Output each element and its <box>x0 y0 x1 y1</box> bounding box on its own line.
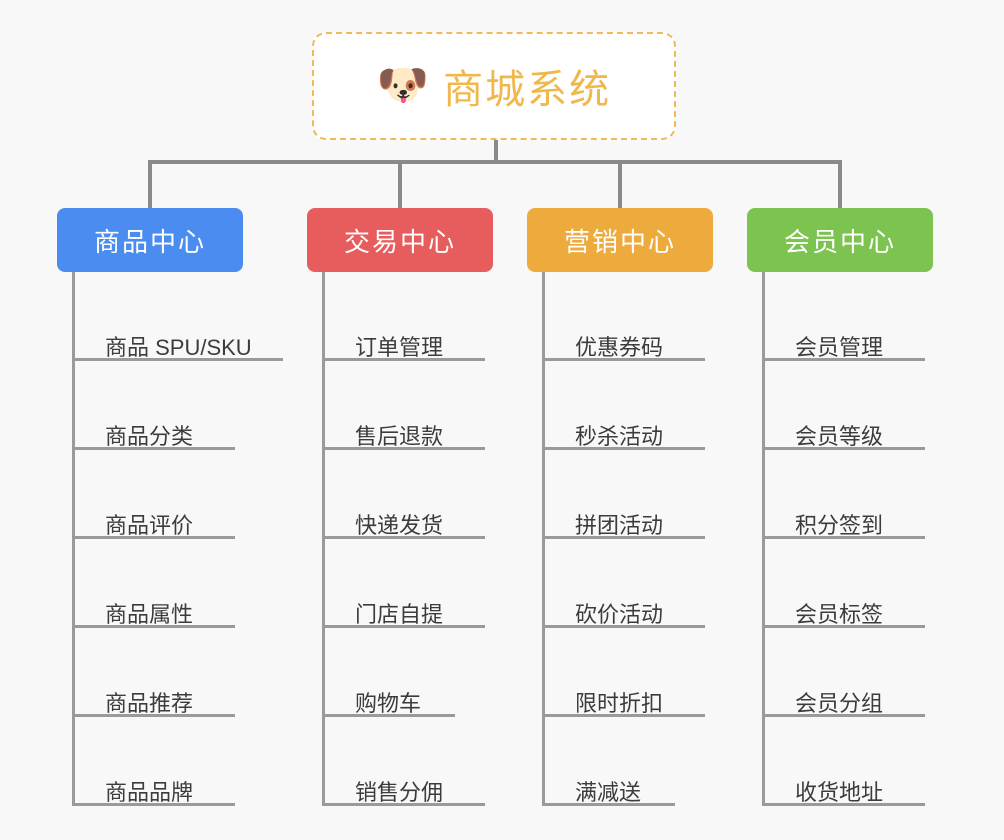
list-item[interactable]: 拼团活动 <box>545 450 705 539</box>
branch-title: 营销中心 <box>563 226 676 257</box>
leaf-label: 商品评价 <box>105 512 194 538</box>
connector-horizontal-bus <box>148 160 842 164</box>
branch-header-trade-center[interactable]: 交易中心 <box>307 208 493 272</box>
list-item[interactable]: 积分签到 <box>765 450 925 539</box>
list-item[interactable]: 商品推荐 <box>75 628 235 717</box>
list-item[interactable]: 订单管理 <box>325 272 485 361</box>
list-item[interactable]: 商品 SPU/SKU <box>75 272 283 361</box>
leaf-label: 销售分佣 <box>355 779 444 805</box>
leaf-label: 砍价活动 <box>575 601 664 627</box>
leaf-label: 会员标签 <box>795 601 884 627</box>
list-item[interactable]: 商品分类 <box>75 361 235 450</box>
branch-trade-center: 交易中心 订单管理 售后退款 快递发货 门店自提 购物车 销售分佣 <box>307 208 493 806</box>
leaf-label: 快递发货 <box>355 512 444 538</box>
leaf-label: 会员管理 <box>795 334 884 360</box>
leaf-label: 商品分类 <box>105 423 194 449</box>
root-node[interactable]: 🐶 商城系统 <box>312 32 676 140</box>
shiba-dog-face-icon: 🐶 <box>376 61 430 108</box>
connector-drop-trade-center <box>398 160 402 208</box>
connector-drop-marketing-center <box>618 160 622 208</box>
branch-member-center: 会员中心 会员管理 会员等级 积分签到 会员标签 会员分组 收货地址 <box>747 208 933 806</box>
list-item[interactable]: 商品属性 <box>75 539 235 628</box>
list-item[interactable]: 满减送 <box>545 717 675 806</box>
branch-title: 交易中心 <box>343 226 456 257</box>
leaf-label: 商品属性 <box>105 601 194 627</box>
leaf-label: 积分签到 <box>795 512 884 538</box>
branch-marketing-center: 营销中心 优惠券码 秒杀活动 拼团活动 砍价活动 限时折扣 满减送 <box>527 208 713 806</box>
connector-root-vertical <box>494 140 498 162</box>
leaf-list-marketing-center: 优惠券码 秒杀活动 拼团活动 砍价活动 限时折扣 满减送 <box>542 272 731 806</box>
leaf-label: 商品推荐 <box>105 690 194 716</box>
leaf-label: 商品品牌 <box>105 779 194 805</box>
list-item[interactable]: 砍价活动 <box>545 539 705 628</box>
list-item[interactable]: 快递发货 <box>325 450 485 539</box>
leaf-label: 门店自提 <box>355 601 444 627</box>
leaf-label: 优惠券码 <box>575 334 664 360</box>
list-item[interactable]: 会员标签 <box>765 539 925 628</box>
leaf-list-member-center: 会员管理 会员等级 积分签到 会员标签 会员分组 收货地址 <box>762 272 951 806</box>
list-item[interactable]: 销售分佣 <box>325 717 485 806</box>
list-item[interactable]: 会员等级 <box>765 361 925 450</box>
list-item[interactable]: 商品品牌 <box>75 717 235 806</box>
leaf-label: 秒杀活动 <box>575 423 664 449</box>
leaf-label: 售后退款 <box>355 423 444 449</box>
leaf-list-trade-center: 订单管理 售后退款 快递发货 门店自提 购物车 销售分佣 <box>322 272 511 806</box>
list-item[interactable]: 会员分组 <box>765 628 925 717</box>
list-item[interactable]: 限时折扣 <box>545 628 705 717</box>
leaf-label: 会员分组 <box>795 690 884 716</box>
list-item[interactable]: 优惠券码 <box>545 272 705 361</box>
connector-drop-product-center <box>148 160 152 208</box>
branch-header-member-center[interactable]: 会员中心 <box>747 208 933 272</box>
list-item[interactable]: 商品评价 <box>75 450 235 539</box>
leaf-label: 拼团活动 <box>575 512 664 538</box>
connector-drop-member-center <box>838 160 842 208</box>
leaf-label: 满减送 <box>575 779 642 805</box>
list-item[interactable]: 售后退款 <box>325 361 485 450</box>
branch-title: 会员中心 <box>783 226 896 257</box>
root-title: 商城系统 <box>443 68 612 112</box>
list-item[interactable]: 购物车 <box>325 628 455 717</box>
branch-header-product-center[interactable]: 商品中心 <box>57 208 243 272</box>
list-item[interactable]: 会员管理 <box>765 272 925 361</box>
branch-header-marketing-center[interactable]: 营销中心 <box>527 208 713 272</box>
leaf-label: 限时折扣 <box>575 690 664 716</box>
branch-product-center: 商品中心 商品 SPU/SKU 商品分类 商品评价 商品属性 商品推荐 商品品牌 <box>57 208 283 806</box>
leaf-label: 订单管理 <box>355 334 444 360</box>
list-item[interactable]: 门店自提 <box>325 539 485 628</box>
branch-title: 商品中心 <box>93 226 206 257</box>
list-item[interactable]: 收货地址 <box>765 717 925 806</box>
leaf-label: 会员等级 <box>795 423 884 449</box>
leaf-list-product-center: 商品 SPU/SKU 商品分类 商品评价 商品属性 商品推荐 商品品牌 <box>72 272 283 806</box>
list-item[interactable]: 秒杀活动 <box>545 361 705 450</box>
leaf-label: 购物车 <box>355 690 422 716</box>
leaf-label: 收货地址 <box>795 779 884 805</box>
leaf-label: 商品 SPU/SKU <box>105 334 252 360</box>
